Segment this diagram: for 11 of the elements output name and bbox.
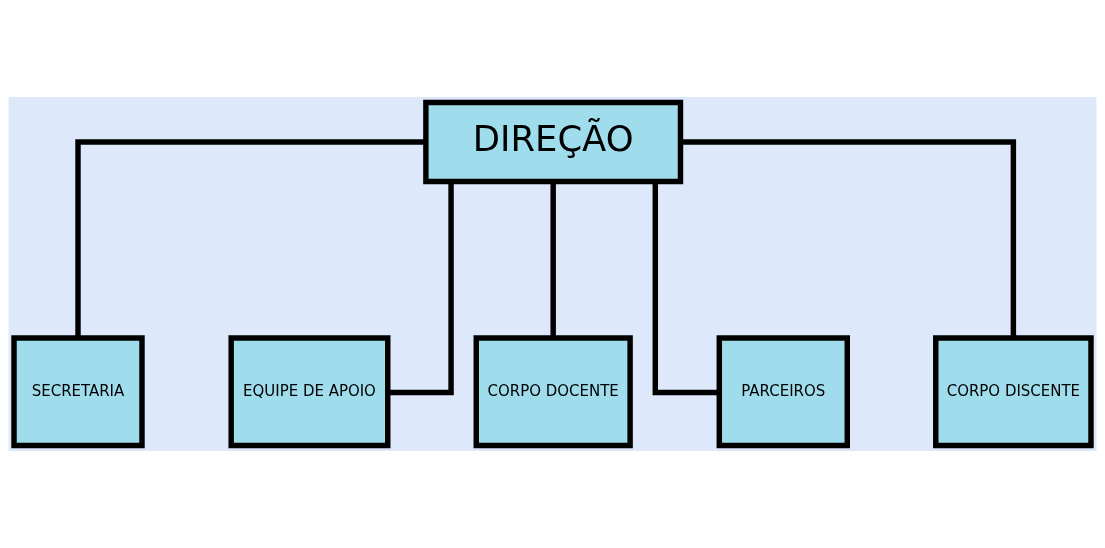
connector (652, 181, 719, 396)
connector (75, 139, 426, 338)
node-box: DIREÇÃO (423, 99, 684, 185)
node-box: PARCEIROS (716, 335, 850, 449)
node-box: SECRETARIA (11, 335, 145, 449)
node-box: CORPO DISCENTE (933, 335, 1094, 449)
node-box: CORPO DOCENTE (473, 335, 633, 449)
connector (680, 139, 1017, 338)
connector (550, 181, 556, 338)
node-box: EQUIPE DE APOIO (228, 335, 391, 449)
connector (388, 181, 454, 396)
